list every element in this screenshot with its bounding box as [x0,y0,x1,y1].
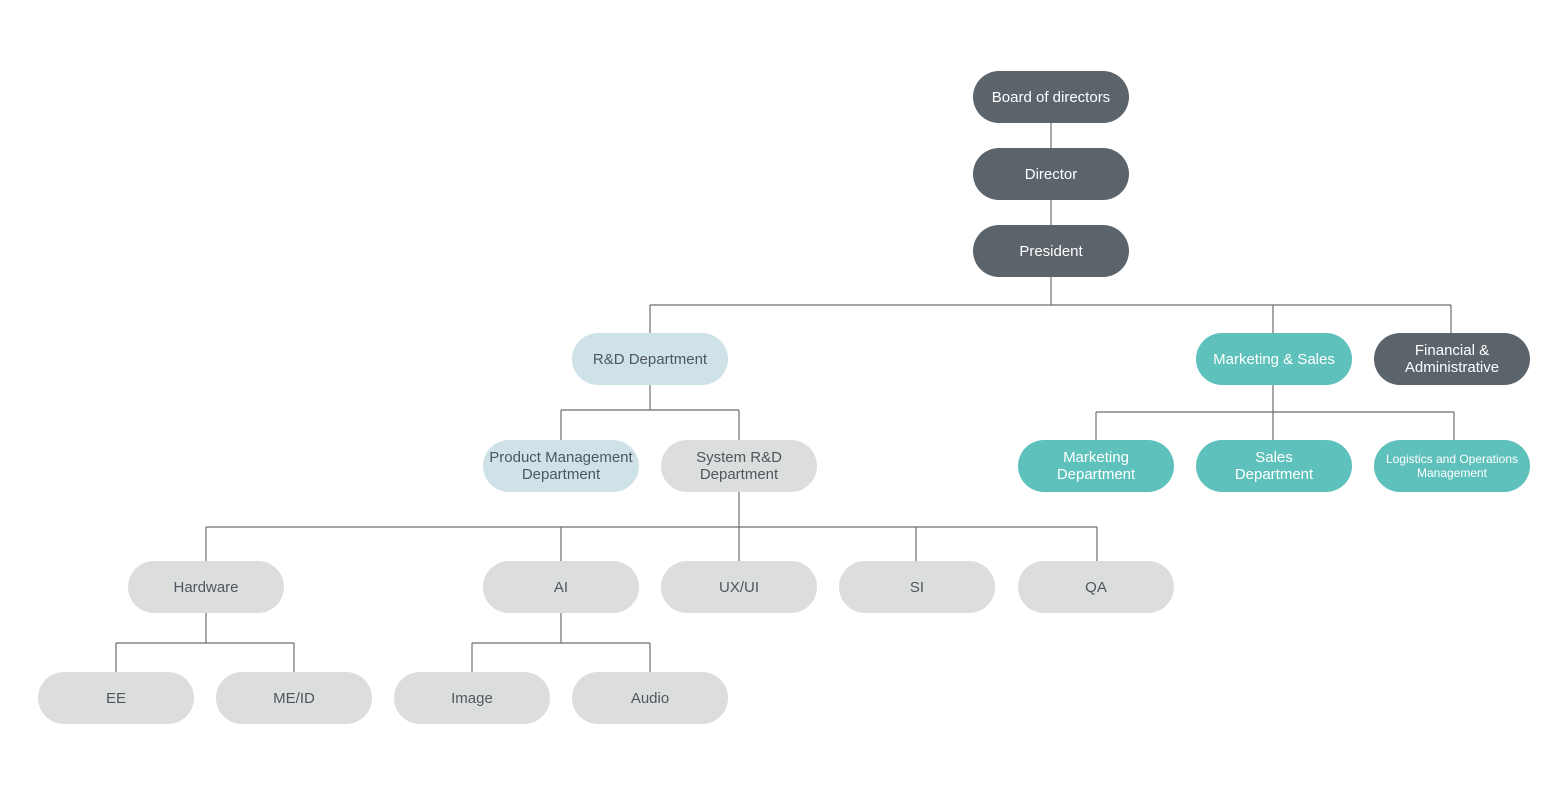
node-label: Marketing & Sales [1213,350,1335,368]
node-label: Department [1234,466,1314,483]
node-label: Hardware [173,578,239,596]
node-label: Department [521,466,601,483]
node-label: AI [553,578,569,596]
node-image: Image [394,672,550,724]
node-ux-ui: UX/UI [661,561,817,613]
node-label: QA [1085,578,1107,596]
node-label: Sales [1255,449,1293,466]
node-rd-department: R&D Department [572,333,728,385]
node-marketing-sales: Marketing & Sales [1196,333,1352,385]
node-label: Image [451,689,493,707]
node-audio: Audio [572,672,728,724]
node-me-id: ME/ID [216,672,372,724]
node-si: SI [839,561,995,613]
node-label: Administrative [1404,359,1500,376]
node-director: Director [973,148,1129,200]
node-logistics-operations-management: Logistics and Operations Management [1374,440,1530,492]
node-label: UX/UI [718,578,759,596]
node-label: EE [105,689,126,707]
node-label: Department [699,466,779,483]
node-label: Product Management [489,449,633,466]
node-financial-administrative: Financial & Administrative [1374,333,1530,385]
node-board-of-directors: Board of directors [973,71,1129,123]
node-qa: QA [1018,561,1174,613]
node-president: President [973,225,1129,277]
node-label: Marketing [1063,449,1129,466]
node-label: Board of directors [991,88,1111,106]
node-product-management-department: Product Management Department [483,440,639,492]
node-label: R&D Department [592,350,708,368]
node-label: System R&D [696,449,782,466]
node-label: Department [1056,466,1136,483]
node-label: Audio [630,689,670,707]
node-label: President [1019,242,1083,260]
node-label: Management [1416,466,1488,480]
node-sales-department: Sales Department [1196,440,1352,492]
node-label: Director [1024,165,1078,183]
node-label: ME/ID [273,689,315,707]
node-marketing-department: Marketing Department [1018,440,1174,492]
node-hardware: Hardware [128,561,284,613]
node-label: Logistics and Operations [1385,452,1519,466]
node-ee: EE [38,672,194,724]
node-system-rd-department: System R&D Department [661,440,817,492]
node-label: SI [909,578,925,596]
node-label: Financial & [1414,342,1490,359]
node-ai: AI [483,561,639,613]
